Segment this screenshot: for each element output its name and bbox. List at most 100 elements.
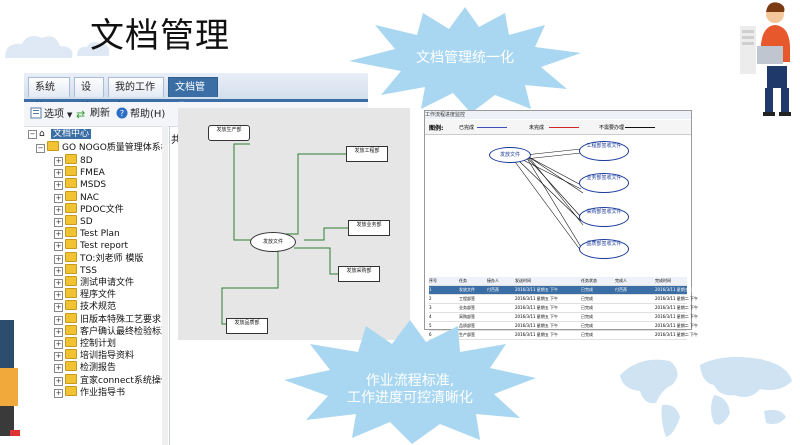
options-button[interactable]: 选项▼ (30, 107, 72, 121)
refresh-label: 刷新 (90, 108, 110, 119)
refresh-button[interactable]: ⇄刷新 (76, 107, 110, 121)
monitor-node: 工程部签收文件 (579, 141, 629, 161)
table-header-cell[interactable]: 发送时间 (515, 278, 531, 283)
expand-icon[interactable]: + (54, 279, 63, 288)
table-header-cell[interactable]: 完成时间 (655, 278, 671, 283)
expand-icon[interactable]: + (54, 388, 63, 398)
table-cell: 3 (429, 305, 432, 310)
folder-icon (65, 312, 77, 323)
table-cell: 发放文件 (459, 287, 475, 292)
table-header-cell[interactable]: 完成人 (615, 278, 627, 283)
tree-item[interactable]: +SD (54, 215, 93, 227)
left-edge-figure (0, 320, 20, 436)
right-pane-tab[interactable]: 共 (171, 135, 181, 146)
tree-item-label: 8D (80, 156, 93, 166)
expand-icon[interactable]: + (54, 303, 63, 313)
expand-icon[interactable]: + (54, 327, 63, 337)
tree-item[interactable]: + PDOC文件 (54, 202, 124, 215)
tree-item[interactable]: +检测报告 (54, 361, 116, 374)
table-cell: 付芭燕 (487, 287, 499, 292)
table-header-cell[interactable]: 任务 (459, 278, 467, 283)
expand-icon[interactable]: + (54, 254, 63, 264)
tree-item[interactable]: +NAC (54, 190, 99, 203)
tree-item[interactable]: +TO:刘老师 模版 (54, 251, 143, 264)
flow-center-node: 发放文件 (250, 232, 296, 252)
table-header-cell[interactable]: 序号 (429, 278, 437, 283)
expand-icon[interactable]: + (54, 181, 63, 191)
tree-item[interactable]: +测试申请文件 (54, 276, 134, 288)
pane-splitter[interactable] (169, 126, 170, 445)
document-tree: −⌂文档中心 −GO NOGO质量管理体系档案 +8D+FMEA+MSDS+NA… (24, 126, 168, 445)
expand-icon[interactable]: + (54, 352, 63, 362)
table-cell: 2016/3/11 星期五 下午 (515, 287, 559, 292)
table-cell: 2 (429, 296, 432, 301)
expand-icon[interactable]: + (54, 291, 63, 301)
tab-document-management[interactable]: 文档管理 (168, 77, 218, 113)
expand-icon[interactable]: + (54, 376, 63, 386)
table-cell: 6 (429, 332, 432, 337)
expand-icon[interactable]: + (54, 193, 63, 203)
tree-item[interactable]: +Test report (54, 239, 128, 252)
monitor-diagram (512, 148, 584, 252)
tree-item-label: 控制计划 (80, 339, 117, 349)
collapse-icon[interactable]: − (28, 130, 37, 139)
tab-my-workbench[interactable]: 我的工作台 (108, 77, 164, 113)
expand-icon[interactable]: + (54, 218, 63, 227)
monitor-node: 业务部签收文件 (579, 173, 629, 193)
folder-icon (65, 288, 77, 299)
help-button[interactable]: ?帮助(H) (116, 107, 165, 121)
tree-item[interactable]: +旧版本特殊工艺要求 (54, 312, 161, 325)
tab-system-management[interactable]: 系统管理 (28, 77, 70, 113)
tree-item[interactable]: + 宜家connect系统操作 (54, 373, 168, 386)
tree-root[interactable]: −⌂文档中心 (28, 128, 92, 140)
tree-item-label: PDOC文件 (80, 204, 124, 215)
folder-icon (65, 361, 77, 372)
burst-bottom-text-2: 工作进度可控清晰化 (347, 390, 473, 406)
folder-icon (65, 349, 77, 360)
tree-item[interactable]: +MSDS (54, 178, 106, 191)
tree-item[interactable]: +FMEA (54, 166, 105, 179)
expand-icon[interactable]: + (54, 266, 63, 276)
tree-item[interactable]: +TSS (54, 263, 97, 276)
folder-icon (65, 239, 77, 250)
tree-item-label: 宜家connect系统操作 (80, 375, 168, 386)
table-cell: 业务部签 (459, 305, 475, 310)
table-cell: 5 (429, 323, 432, 328)
tab-design[interactable]: 设计 (74, 77, 104, 113)
table-header-cell[interactable]: 任务状态 (581, 278, 597, 283)
tree-item[interactable]: + 程序文件 (54, 288, 117, 301)
tree-item[interactable]: + 控制计划 (54, 337, 116, 349)
starburst-bottom (284, 320, 536, 444)
options-label: 选项 (44, 109, 64, 120)
tree-item[interactable]: +技术规范 (54, 300, 116, 313)
expand-icon[interactable]: + (54, 230, 63, 240)
table-cell: 已完成 (581, 314, 593, 319)
expand-icon[interactable]: + (54, 315, 63, 325)
expand-icon[interactable]: + (54, 157, 63, 166)
table-cell: 已完成 (581, 296, 593, 301)
tree-item[interactable]: +作业指导书 (54, 385, 125, 398)
tree-scrollbar[interactable] (162, 126, 168, 445)
expand-icon[interactable]: + (54, 169, 63, 179)
tree-group[interactable]: −GO NOGO质量管理体系档案 (36, 141, 168, 153)
tree-item[interactable]: +客户确认最终检验标准 (54, 324, 168, 337)
expand-icon[interactable]: + (54, 242, 63, 252)
expand-icon[interactable]: + (54, 364, 63, 374)
flow-node: 发放生产部 (208, 125, 250, 141)
expand-icon[interactable]: + (54, 205, 63, 215)
tree-item-label: 程序文件 (80, 290, 117, 301)
tree-item[interactable]: +8D (54, 154, 93, 166)
tree-item-label: 培训指导资料 (80, 351, 135, 362)
table-cell: 2016/3/11 星期五 下午 (515, 305, 559, 310)
tree-item[interactable]: +Test Plan (54, 227, 120, 240)
table-header-cell[interactable]: 接办人 (487, 278, 499, 283)
collapse-icon[interactable]: − (36, 144, 45, 153)
expand-icon[interactable]: + (54, 340, 63, 349)
tree-item[interactable]: + 培训指导资料 (54, 349, 135, 362)
